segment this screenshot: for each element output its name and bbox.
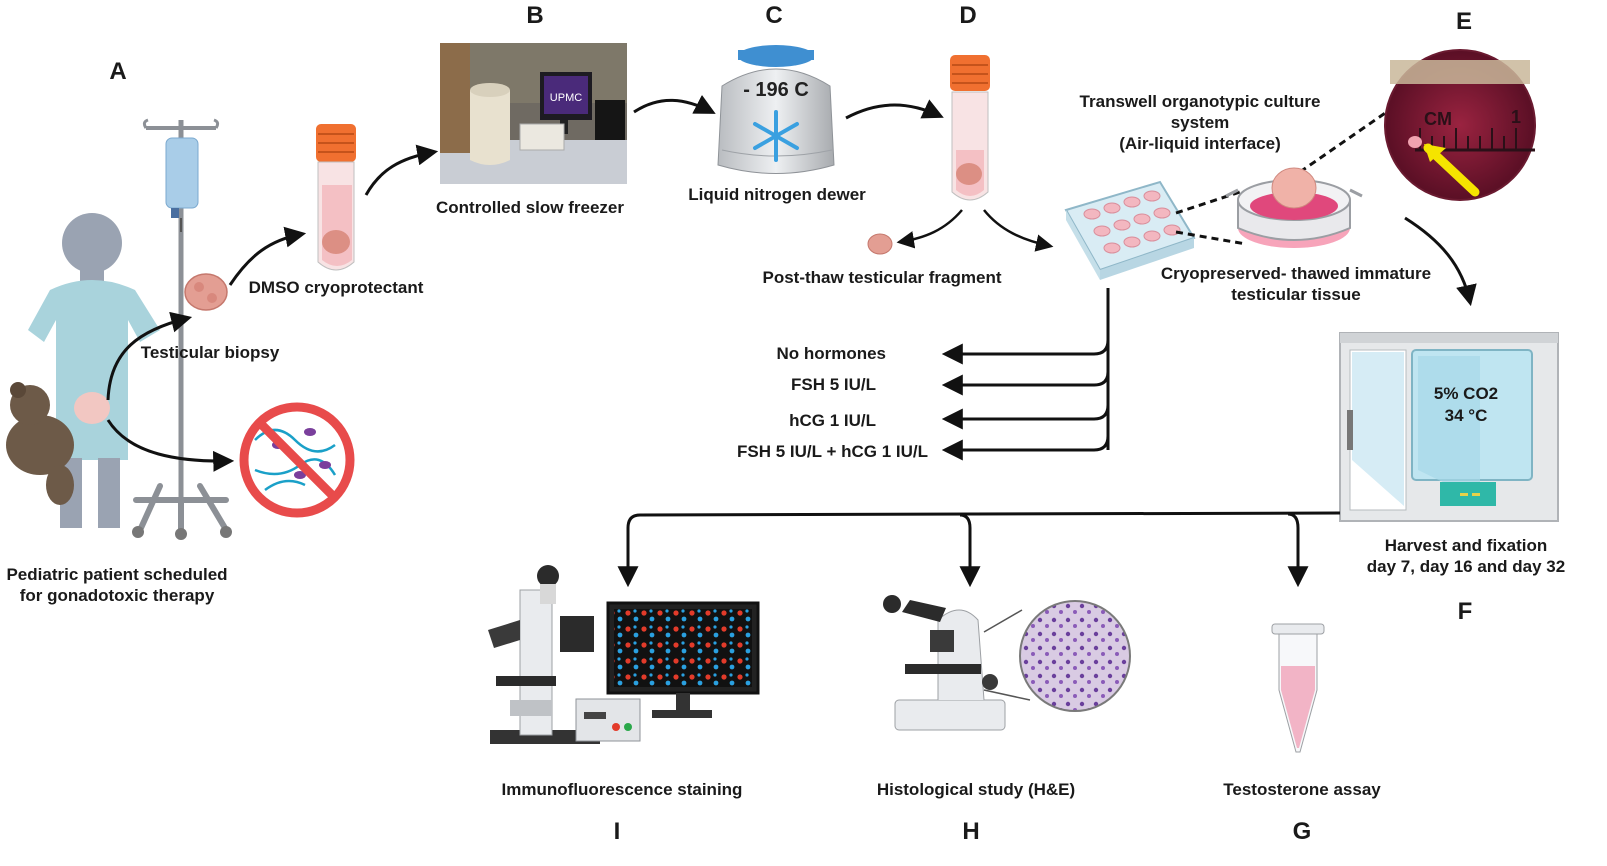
arrow-thaw-to-culture (983, 209, 1054, 252)
arrow-dewar-to-thaw (845, 99, 944, 120)
panel-label-i: I (613, 818, 621, 845)
incubator-temp-label: 34 °C (1444, 406, 1488, 425)
freezer-label: Controlled slow freezer (436, 198, 624, 217)
cryo-tissue-label: Cryopreserved- thawed immature testicula… (1160, 264, 1432, 304)
treatment-fsh-hcg: FSH 5 IU/L + hCG 1 IU/L (737, 442, 928, 461)
arrow-biopsy-to-tube (228, 226, 307, 286)
panel-label-e: E (1455, 8, 1473, 35)
harvest-label: Harvest and fixation day 7, day 16 and d… (1366, 536, 1566, 576)
arrow-thaw-to-fragment (896, 209, 963, 249)
post-thaw-label: Post-thaw testicular fragment (762, 268, 1002, 287)
analysis-branch-lines (617, 511, 1341, 588)
iv-pole-icon (132, 118, 232, 540)
panel-label-g: G (1292, 818, 1312, 845)
well-plate-wells (1083, 190, 1181, 254)
dmso-tube-icon (316, 124, 356, 271)
freezer-photo (440, 43, 627, 184)
if-monitor-icon (606, 601, 760, 718)
biopsy-label: Testicular biopsy (140, 343, 280, 362)
histology-label: Histological study (H&E) (876, 780, 1076, 799)
magnified-tissue-view (1384, 49, 1536, 201)
panel-label-d: D (959, 2, 977, 29)
ruler-cm-label: CM (1424, 109, 1452, 129)
patient-figure-icon (28, 213, 160, 528)
treatment-fsh: FSH 5 IU/L (790, 375, 876, 394)
testosterone-label: Testosterone assay (1223, 780, 1381, 799)
transwell-label: Transwell organotypic culture system (Ai… (1079, 92, 1321, 153)
panel-label-b: B (526, 2, 544, 29)
magnifier-connector-lines (983, 609, 1031, 701)
biopsy-tissue-icon (184, 273, 228, 311)
if-staining-label: Immunofluorescence staining (501, 780, 743, 799)
thaw-tube-icon (950, 55, 990, 201)
snowflake-icon (753, 110, 799, 162)
dmso-label: DMSO cryoprotectant (248, 278, 424, 297)
arrow-freezer-to-dewar (633, 94, 716, 114)
dewar-label: Liquid nitrogen dewer (688, 185, 866, 204)
he-histology-view (1019, 600, 1131, 712)
post-thaw-fragment-icon (867, 233, 893, 255)
arrow-to-incubator (1404, 216, 1477, 307)
panel-label-h: H (962, 818, 980, 845)
incubator-co2-label: 5% CO2 (1433, 384, 1499, 403)
dashed-connector-magnifier (1299, 80, 1431, 174)
incubator-icon (1339, 332, 1559, 522)
monitor-brand-label: UPMC (550, 92, 582, 104)
no-sperm-sign-icon (239, 402, 355, 518)
control-box-icon (575, 698, 641, 742)
teddy-bear-icon (6, 382, 74, 505)
treatment-no-hormones: No hormones (776, 344, 886, 363)
arrow-to-biopsy (106, 311, 193, 401)
ruler-mark-label: 1 (1511, 107, 1521, 127)
arrow-to-no-sperm (106, 419, 235, 472)
assay-tube-icon (1271, 623, 1325, 753)
fluorescence-microscope-icon (488, 565, 600, 744)
transwell-insert-icon (1225, 167, 1363, 248)
treatment-hcg: hCG 1 IU/L (789, 411, 876, 430)
panel-label-c: C (765, 2, 783, 29)
dewar-temp-label: - 196 C (743, 79, 809, 101)
treatment-bracket (941, 288, 1110, 461)
patient-label: Pediatric patient scheduled for gonadoto… (6, 565, 228, 605)
panel-label-f: F (1457, 598, 1473, 625)
arrow-tube-to-freezer (364, 144, 439, 196)
panel-label-a: A (109, 58, 127, 85)
brightfield-microscope-icon (883, 595, 1006, 731)
